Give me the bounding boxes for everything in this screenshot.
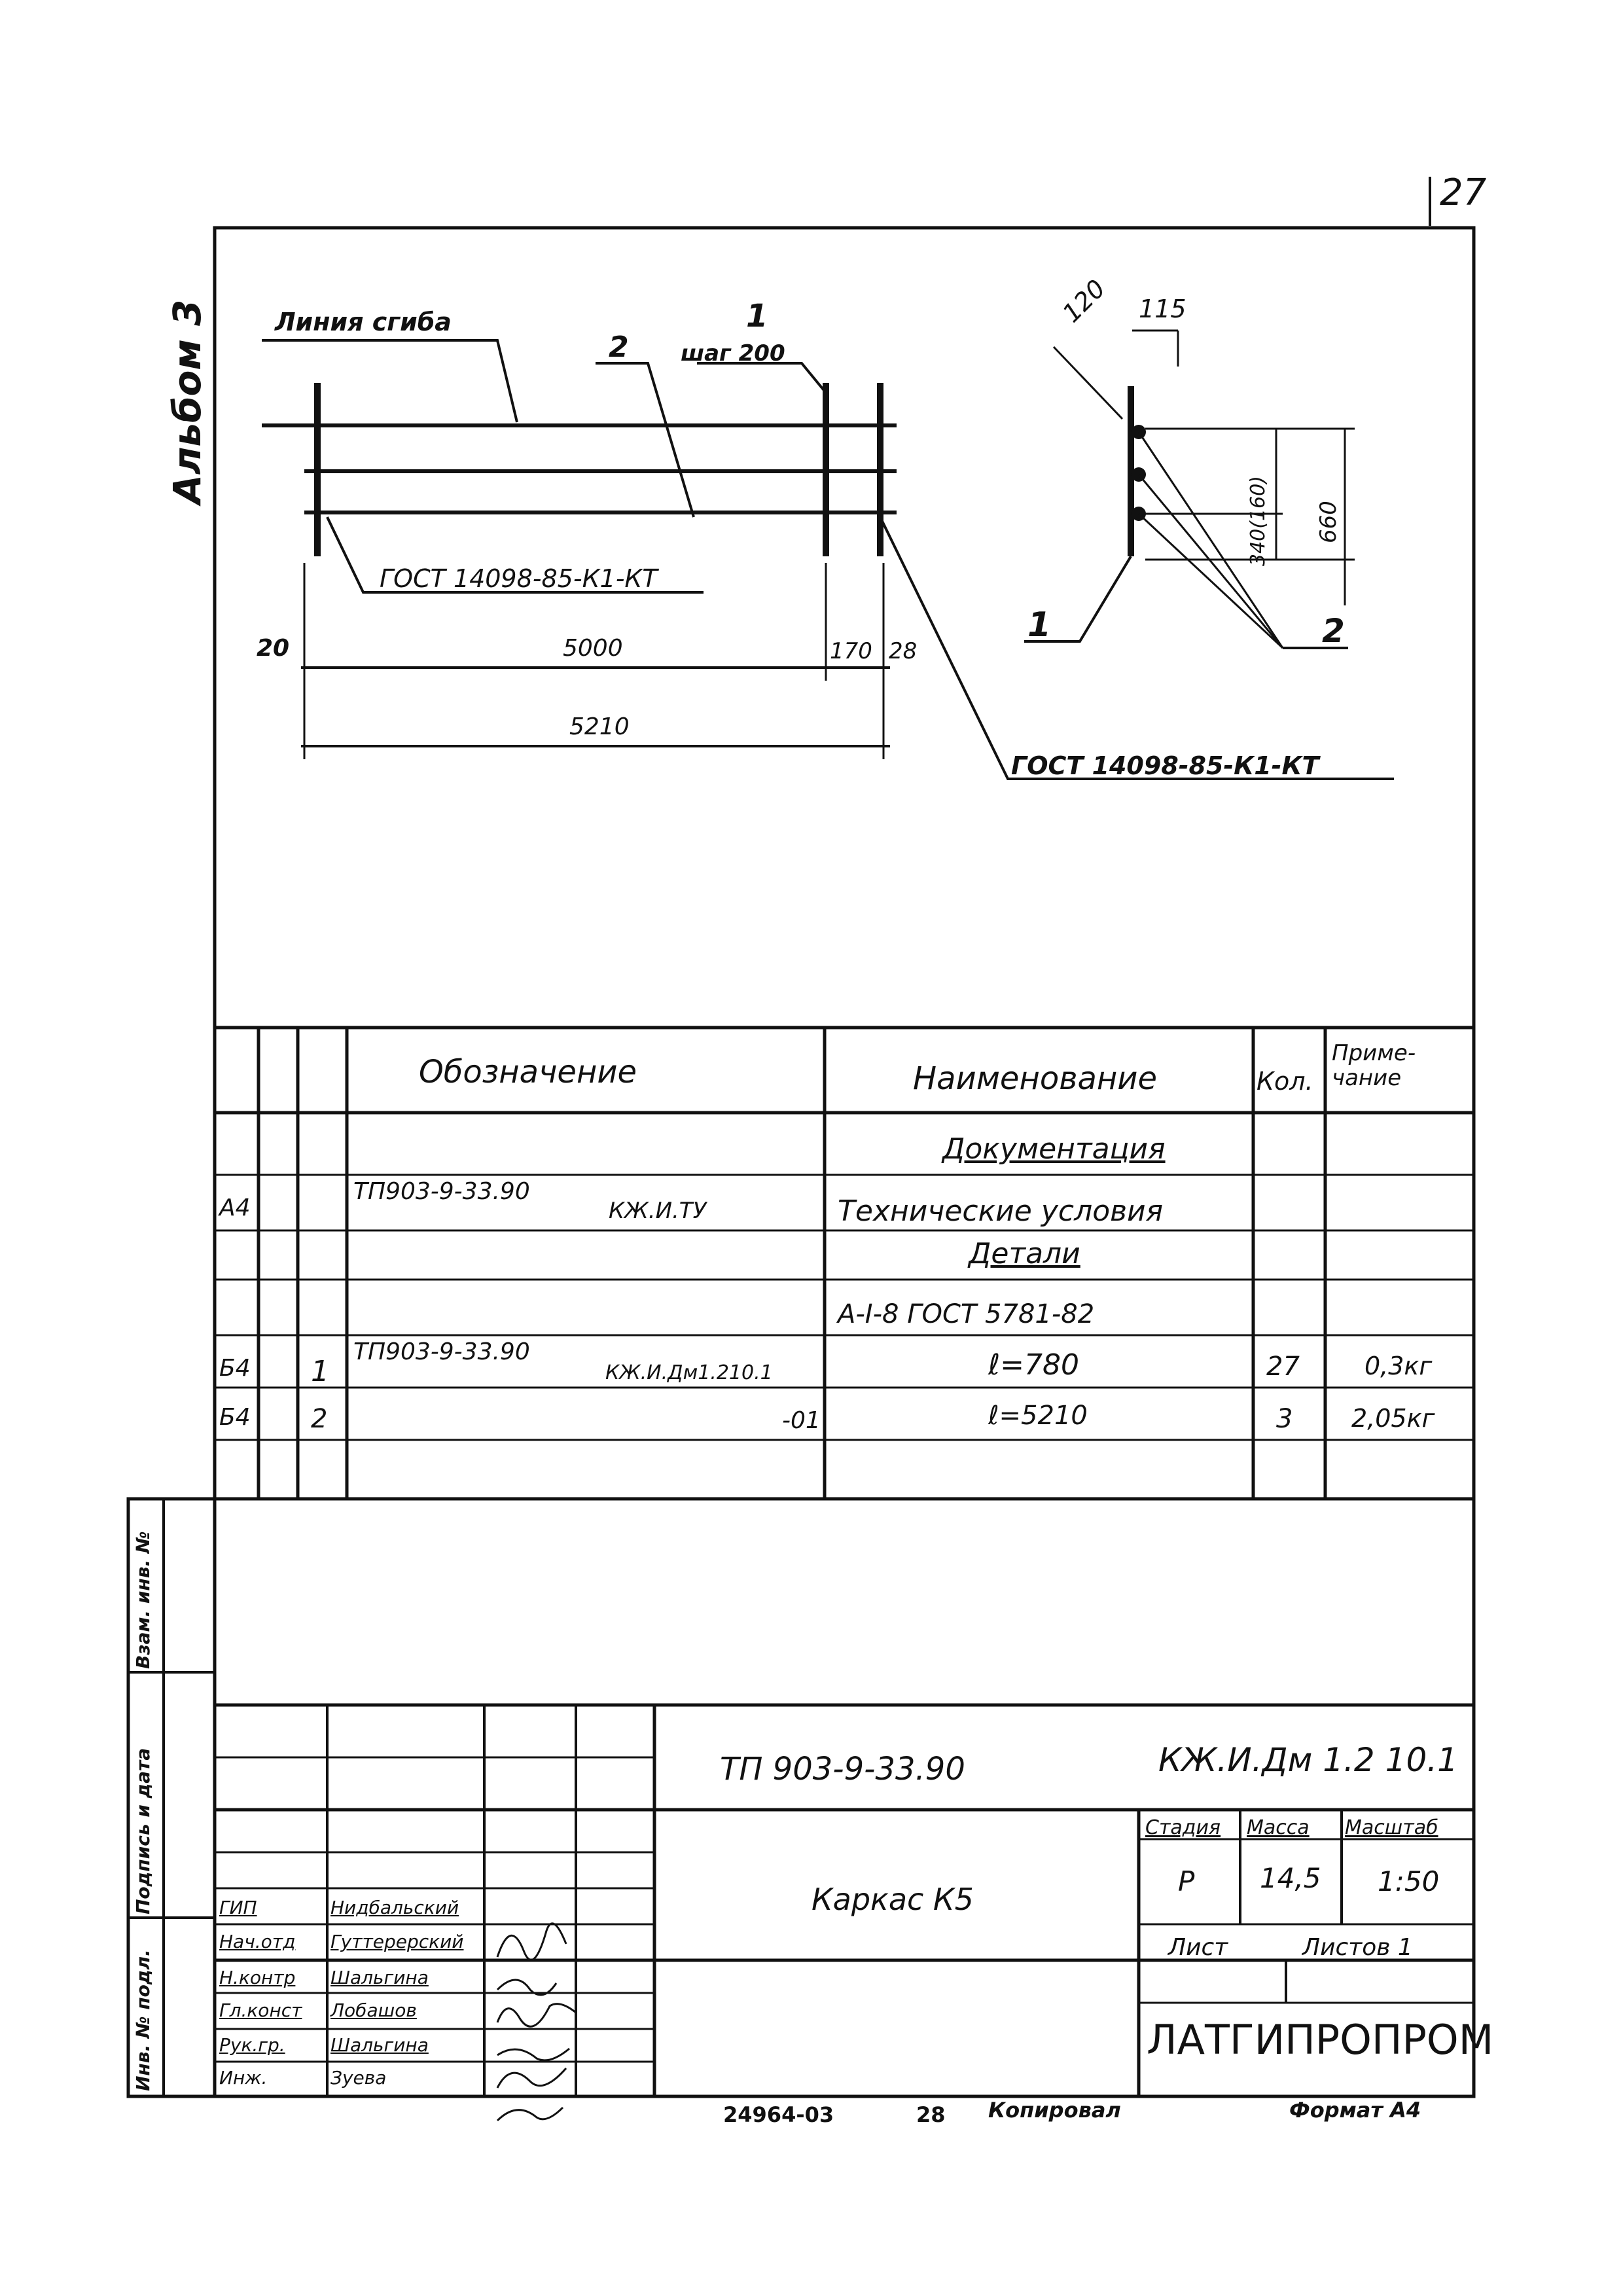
bend-line-label: Линия сгиба (275, 308, 452, 336)
spec-row-5-designation-suffix: -01 (782, 1407, 821, 1434)
spec-header-designation: Обозначение (419, 1054, 637, 1090)
spec-row-4-designation-suffix: КЖ.И.Дм1.210.1 (605, 1361, 773, 1384)
footer-sheet-number: 28 (916, 2102, 946, 2127)
project-code: ТП 903-9-33.90 (720, 1751, 965, 1787)
spec-row-1-name: Технические условия (838, 1194, 1164, 1228)
role-0: ГИП (219, 1897, 257, 1918)
organization: ЛАТГИПРОПРОМ (1147, 2016, 1494, 2064)
section-leader-pos2-a (1137, 431, 1284, 649)
spec-header-name: Наименование (913, 1060, 1158, 1097)
elevation-view (262, 339, 1394, 780)
role-2: Н.контр (219, 1967, 296, 1988)
pitch-label: шаг 200 (681, 340, 785, 367)
position-1-label: 1 (746, 298, 768, 334)
section-leader-pos2-c (1137, 512, 1284, 649)
format-label: Формат А4 (1289, 2098, 1421, 2123)
spec-table-lines (215, 1026, 1474, 1501)
dim-5000-label: 5000 (563, 635, 623, 662)
spec-row-0-name: Документация (942, 1132, 1166, 1166)
spec-header-qty: Кол. (1257, 1067, 1313, 1096)
spec-row-5-name: ℓ=5210 (988, 1401, 1088, 1431)
dim-28-label: 28 (889, 638, 918, 664)
spec-row-5-format: Б4 (219, 1404, 251, 1431)
gost-left-label: ГОСТ 14098-85-К1-КТ (380, 564, 658, 593)
stage-label: Стадия (1145, 1816, 1221, 1839)
spec-row-4-format: Б4 (219, 1355, 251, 1382)
leader-gost-right (879, 516, 1394, 780)
leader-pos2 (596, 362, 695, 518)
section-dim-660-label: 660 (1315, 501, 1342, 543)
spec-row-5-pos: 2 (311, 1404, 328, 1434)
section-leader-pos2-b (1137, 474, 1284, 649)
sheet-label: Лист (1168, 1934, 1228, 1961)
sheets-label: Листов 1 (1302, 1934, 1413, 1961)
section-dim-115-label: 115 (1139, 295, 1186, 323)
section-dim-340-label: 340(160) (1247, 476, 1270, 566)
role-4: Рук.гр. (219, 2034, 285, 2056)
spec-row-3-name: А-Ӏ-8 ГОСТ 5781-82 (838, 1299, 1095, 1329)
role-0-name: Нидбальский (330, 1897, 459, 1918)
scale-value: 1:50 (1378, 1865, 1440, 1897)
dim-5210-label: 5210 (569, 713, 630, 740)
scale-label: Масштаб (1345, 1816, 1438, 1839)
role-4-name: Шальгина (330, 2034, 429, 2056)
section-view (1024, 329, 1355, 649)
role-3: Гл.конст (219, 2000, 302, 2021)
side-stamp-sign-date: Подпись и дата (132, 1748, 154, 1914)
spec-row-5-qty: 3 (1276, 1404, 1293, 1434)
title-block-lines (215, 1703, 1474, 2096)
spec-row-4-qty: 27 (1266, 1352, 1300, 1382)
role-3-name: Лобашов (330, 2000, 417, 2021)
mass-value: 14,5 (1260, 1862, 1321, 1894)
signatures (496, 1922, 577, 2122)
role-5-name: Зуева (330, 2067, 387, 2089)
drawing-frame (213, 226, 1476, 2098)
archive-number: 24964-03 (723, 2102, 834, 2127)
spec-row-4-name: ℓ=780 (988, 1348, 1080, 1382)
leader-bend-line (262, 339, 518, 423)
page-number: 27 (1440, 171, 1487, 214)
role-1: Нач.отд (219, 1931, 296, 1952)
role-1-name: Гуттерерский (330, 1931, 464, 1952)
spec-row-4-designation: ТП903-9-33.90 (353, 1338, 530, 1365)
section-leader-pos1 (1024, 555, 1132, 643)
gost-right-label: ГОСТ 14098-85-К1-КТ (1011, 751, 1319, 780)
role-5: Инж. (219, 2067, 268, 2089)
stage-value: Р (1178, 1865, 1195, 1897)
spec-row-2-name: Детали (969, 1237, 1080, 1270)
doc-code: КЖ.И.Дм 1.2 10.1 (1158, 1741, 1458, 1779)
section-dim-120 (1052, 346, 1124, 420)
side-stamp-lines (126, 1497, 217, 2098)
dim-20-label: 20 (257, 635, 290, 662)
side-stamp-inv-orig: Инв. № подл. (132, 1949, 154, 2091)
leader-pos1 (697, 362, 827, 394)
mass-label: Масса (1247, 1816, 1310, 1839)
role-2-name: Шальгина (330, 1967, 429, 1988)
side-stamp-vzam-inv: Взам. инв. № (132, 1531, 154, 1669)
spec-row-1-designation-suffix: КЖ.И.ТУ (609, 1198, 707, 1224)
spec-row-1-designation: ТП903-9-33.90 (353, 1178, 530, 1205)
section-position-2-label: 2 (1322, 612, 1345, 650)
spec-row-1-format: А4 (219, 1194, 251, 1221)
spec-row-4-note: 0,3кг (1364, 1352, 1433, 1380)
spec-header-note: Приме- чание (1332, 1040, 1416, 1091)
drawing-title: Каркас К5 (812, 1882, 974, 1917)
dim-170-label: 170 (830, 638, 872, 664)
section-position-1-label: 1 (1027, 605, 1052, 645)
copied-label: Копировал (988, 2098, 1121, 2123)
spec-row-4-pos: 1 (311, 1355, 329, 1388)
position-2-label: 2 (609, 331, 629, 364)
spec-row-5-note: 2,05кг (1351, 1404, 1435, 1433)
leader-gost-left (326, 516, 704, 594)
album-label: Альбом 3 (165, 299, 209, 504)
